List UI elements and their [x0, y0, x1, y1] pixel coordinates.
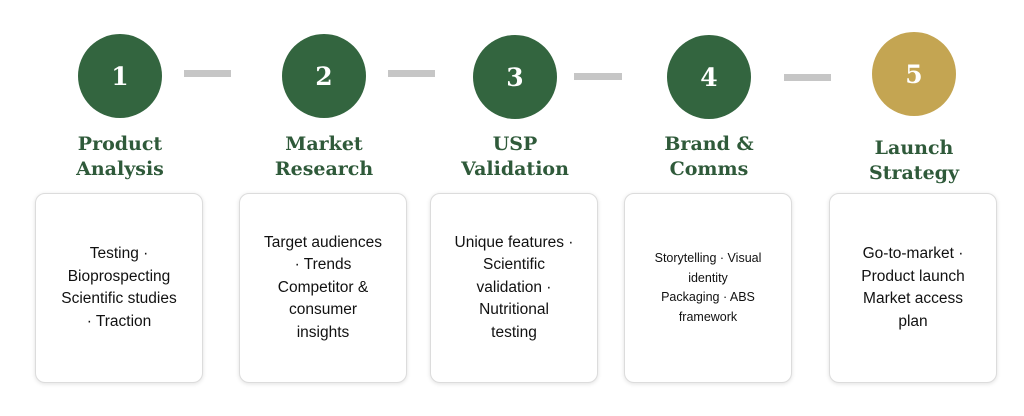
- step-5-desc-line: Product launch: [861, 267, 965, 285]
- step-4-card: Storytelling · Visual identity Packaging…: [624, 193, 792, 383]
- step-3-desc-line: Nutritional: [479, 301, 549, 319]
- step-1-title-line: Analysis: [76, 158, 164, 180]
- step-2-title-line: Research: [274, 158, 374, 180]
- connector-1-2: [184, 70, 231, 77]
- step-5-desc-line: Go-to-market ·: [862, 245, 964, 262]
- step-3-number-circle: 3: [473, 35, 557, 119]
- step-4-title-line: Brand &: [664, 133, 754, 155]
- connector-4-5: [784, 74, 831, 81]
- step-1-desc-line: Bioprospecting: [67, 267, 171, 285]
- step-3-title: USP Validation: [420, 132, 610, 182]
- step-3-desc-line: testing: [491, 323, 537, 341]
- step-2-card: Target audiences · Trends Competitor & c…: [239, 193, 407, 383]
- step-3: 3 USP Validation Unique features · Scien…: [430, 0, 600, 416]
- step-1-title-line: Product: [77, 133, 163, 155]
- step-5-title: Launch Strategy: [819, 136, 1009, 186]
- step-1-desc-line: · Traction: [86, 312, 152, 330]
- step-5-desc-line: Market access: [863, 290, 963, 307]
- step-3-desc-line: Scientific: [482, 256, 546, 274]
- step-4-desc-line: Storytelling · Visual: [654, 251, 762, 265]
- step-5-title-line: Strategy: [868, 162, 959, 184]
- step-2-desc-line: insights: [296, 323, 350, 341]
- step-4-desc-line: identity: [688, 270, 728, 285]
- step-5-number-circle: 5: [872, 32, 956, 116]
- step-1: 1 Product Analysis Testing · Bioprospect…: [35, 0, 205, 416]
- step-5: 5 Launch Strategy Go-to-market · Product…: [829, 0, 999, 416]
- step-2-number: 2: [315, 61, 333, 91]
- step-4-title: Brand & Comms: [614, 132, 804, 182]
- step-3-desc-line: validation ·: [476, 278, 552, 296]
- connector-2-3: [388, 70, 435, 77]
- step-5-number: 5: [905, 59, 923, 89]
- step-4-number-circle: 4: [667, 35, 751, 119]
- step-1-desc-line: Testing ·: [89, 245, 149, 262]
- step-2: 2 Market Research Target audiences · Tre…: [239, 0, 409, 416]
- step-2-desc-line: Target audiences: [263, 233, 383, 251]
- step-1-number: 1: [111, 61, 129, 91]
- step-2-desc-line: Competitor &: [277, 278, 369, 296]
- step-3-card: Unique features · Scientific validation …: [430, 193, 598, 383]
- step-2-title-line: Market: [285, 133, 363, 155]
- connector-3-4: [574, 73, 622, 80]
- step-5-card: Go-to-market · Product launch Market acc…: [829, 193, 997, 383]
- step-3-title-line: Validation: [461, 158, 569, 180]
- step-2-desc-line: consumer: [288, 301, 358, 319]
- step-3-title-line: USP: [492, 133, 538, 155]
- step-3-number: 3: [506, 62, 524, 92]
- step-2-title: Market Research: [229, 132, 419, 182]
- step-2-desc-line: · Trends: [294, 256, 352, 274]
- step-4: 4 Brand & Comms Storytelling · Visual id…: [624, 0, 794, 416]
- step-1-title: Product Analysis: [25, 132, 215, 182]
- step-3-desc-line: Unique features ·: [454, 233, 574, 251]
- step-5-title-line: Launch: [874, 137, 954, 159]
- step-4-number: 4: [700, 62, 718, 92]
- step-5-desc-line: plan: [898, 312, 928, 330]
- step-4-desc-line: Packaging · ABS: [661, 290, 755, 304]
- step-1-card: Testing · Bioprospecting Scientific stud…: [35, 193, 203, 383]
- step-1-number-circle: 1: [78, 34, 162, 118]
- step-4-title-line: Comms: [669, 158, 749, 180]
- step-2-number-circle: 2: [282, 34, 366, 118]
- step-4-desc-line: framework: [678, 309, 738, 324]
- step-1-desc-line: Scientific studies: [61, 290, 177, 307]
